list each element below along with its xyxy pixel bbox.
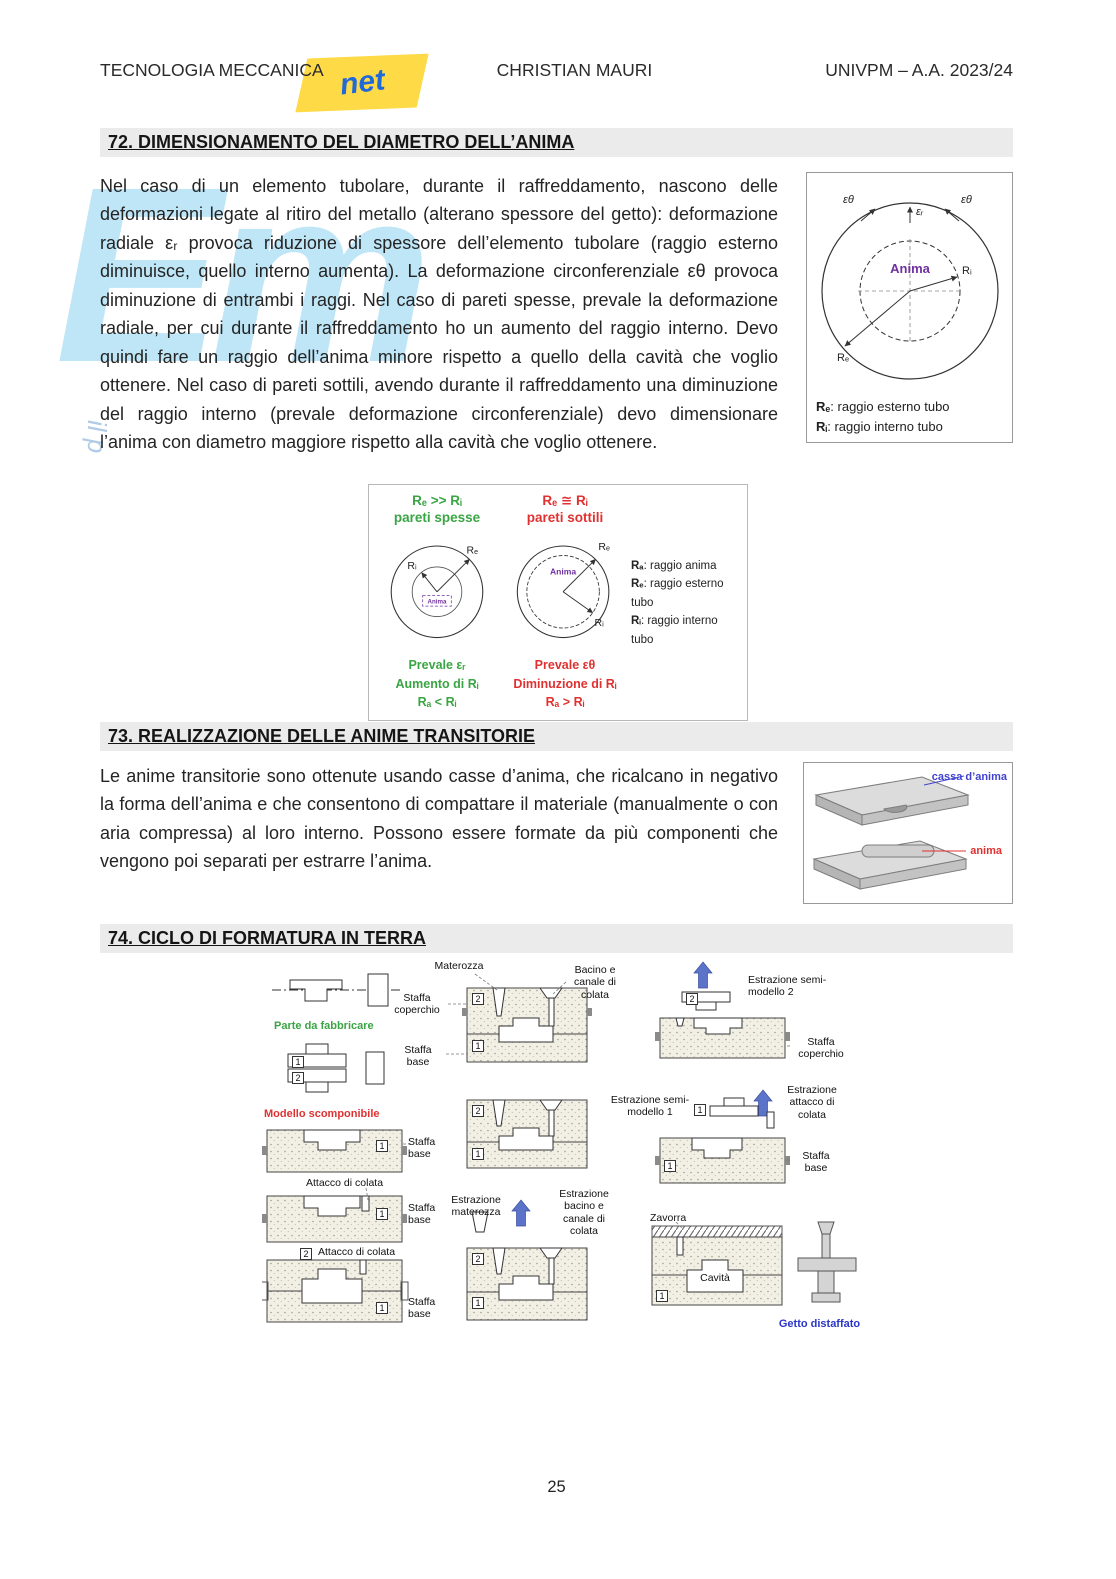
flask-number-box: 2 xyxy=(472,1105,484,1117)
label-estrazione-semimodello2: Estrazione semi-modello 2 xyxy=(748,974,827,999)
label-attacco-di-colata-2: Attacco di colata xyxy=(318,1246,396,1258)
label-staffa-coperchio-2: Staffa coperchio xyxy=(798,1036,844,1061)
re-label: Rₑ xyxy=(598,542,610,553)
legend-ri: Rᵢ: raggio interno tubo xyxy=(816,418,943,434)
section-72-body: Nel caso di un elemento tubolare, durant… xyxy=(100,172,1013,456)
flask-number-box: 2 xyxy=(472,993,484,1005)
eps-theta-label-2: εθ xyxy=(961,194,972,206)
section-72-heading: 72. DIMENSIONAMENTO DEL DIAMETRO DELL’AN… xyxy=(100,128,1013,157)
label-attacco-di-colata: Attacco di colata xyxy=(306,1177,384,1189)
flask-number-box: 1 xyxy=(376,1208,388,1220)
molding-cycle-diagram: Materozza Bacino e canale di colata Estr… xyxy=(262,960,862,1354)
section-74-heading: 74. CICLO DI FORMATURA IN TERRA xyxy=(100,924,1013,953)
re-arrow-label: Rₑ xyxy=(837,352,849,364)
anima-label: anima xyxy=(970,845,1002,857)
thin-wall-results: Prevale εθ Diminuzione di Rᵢ Rₐ > Rᵢ xyxy=(513,657,617,710)
flask-number-box: 1 xyxy=(664,1160,676,1172)
label-staffa-base-4: Staffa base xyxy=(408,1202,436,1227)
section-73-paragraph: Le anime transitorie sono ottenute usand… xyxy=(100,766,778,872)
label-materozza: Materozza xyxy=(434,960,484,972)
flask-number-box: 1 xyxy=(656,1290,668,1302)
flask-number-box: 2 xyxy=(300,1248,312,1260)
thin-wall-diagram: Anima Rₑ Rᵢ xyxy=(516,542,610,638)
tube-cross-section-diagram: εθ εᵣ εθ Anima Rₑ Rᵢ xyxy=(820,194,999,380)
flask-number-box: 1 xyxy=(472,1040,484,1052)
label-parte-da-fabbricare: Parte da fabbricare xyxy=(274,1020,374,1032)
semimodel-number-box: 2 xyxy=(686,993,698,1005)
flask-number-box: 1 xyxy=(376,1302,388,1314)
header-course-title: TECNOLOGIA MECCANICA xyxy=(100,60,324,80)
page-header: TECNOLOGIA MECCANICA CHRISTIAN MAURI UNI… xyxy=(100,60,1013,81)
label-getto-distaffato: Getto distaffato xyxy=(778,1318,861,1330)
thick-wall-results: Prevale εᵣ Aumento di Rᵢ Rₐ < Rᵢ xyxy=(395,657,479,710)
section-73-body: Le anime transitorie sono ottenute usand… xyxy=(100,762,1013,904)
thick-wall-column: Rₑ >> Rᵢ pareti spesse Rᵢ Rₑ Anima Preva… xyxy=(375,493,499,712)
label-estrazione-attacco: Estrazione attacco di colata xyxy=(787,1084,837,1121)
ri-arrow-label: Rᵢ xyxy=(962,265,972,277)
label-staffa-base-2: Staffa base xyxy=(408,1136,436,1161)
page-number: 25 xyxy=(547,1478,566,1496)
watermark-badge: net xyxy=(295,44,429,123)
molding-cycle-shapes xyxy=(262,961,857,1323)
flask-number-box: 1 xyxy=(376,1140,388,1152)
legend-ra: Rₐ: raggio anima xyxy=(631,560,717,572)
eps-theta-label: εθ xyxy=(843,194,854,206)
flask-number-box: 1 xyxy=(472,1297,484,1309)
label-staffa-base-3: Staffa base xyxy=(802,1150,830,1175)
core-box-diagram xyxy=(812,775,970,890)
thin-wall-title: Rₑ ≅ Rᵢ pareti sottili xyxy=(526,493,604,525)
label-modello-scomponibile: Modello scomponibile xyxy=(264,1108,380,1120)
legend-re: Rₑ: raggio esterno tubo xyxy=(816,399,950,414)
label-staffa-base-5: Staffa base xyxy=(408,1296,436,1321)
semimodel-number-box: 1 xyxy=(694,1104,706,1116)
label-bacino-canale: Bacino e canale di colata xyxy=(573,964,617,1001)
eps-r-label: εᵣ xyxy=(916,206,924,218)
cassa-anima-label: cassa d’anima xyxy=(931,771,1007,783)
thick-wall-diagram: Rᵢ Rₑ Anima xyxy=(390,545,484,638)
anima-label: Anima xyxy=(550,566,576,576)
ri-label: Rᵢ xyxy=(595,618,605,629)
label-cavita: Cavità xyxy=(700,1272,730,1284)
figure-legend: Rₑ: raggio esterno tubo Rᵢ: raggio inter… xyxy=(813,397,1006,436)
thick-wall-title: Rₑ >> Rᵢ pareti spesse xyxy=(393,493,481,525)
thin-wall-column: Rₑ ≅ Rᵢ pareti sottili Anima Rₑ Rᵢ Preva… xyxy=(503,493,627,712)
label-staffa-coperchio: Staffa coperchio xyxy=(394,992,440,1017)
label-zavorra: Zavorra xyxy=(650,1212,687,1224)
label-estrazione-semimodello1: Estrazione semi-modello 1 xyxy=(610,1094,690,1119)
section-73-heading: 73. REALIZZAZIONE DELLE ANIME TRANSITORI… xyxy=(100,722,1013,751)
header-university-year: UNIVPM – A.A. 2023/24 xyxy=(825,60,1013,80)
flask-number-box: 1 xyxy=(472,1148,484,1160)
part-number-box: 2 xyxy=(292,1072,304,1084)
anima-label: Anima xyxy=(890,261,931,276)
flask-number-box: 2 xyxy=(472,1253,484,1265)
anima-small-label: Anima xyxy=(428,598,447,605)
wall-thickness-compare-figure: Rₑ >> Rᵢ pareti spesse Rᵢ Rₑ Anima Preva… xyxy=(368,484,748,721)
core-box-figure: cassa d’anima anima xyxy=(803,762,1013,904)
section-72-paragraph: Nel caso di un elemento tubolare, durant… xyxy=(100,176,778,452)
tube-section-figure: εθ εᵣ εθ Anima Rₑ Rᵢ Rₑ: raggio esterno … xyxy=(806,172,1013,443)
label-estrazione-materozza: Estrazione materozza xyxy=(451,1194,501,1219)
label-estrazione-bacino: Estrazione bacino e canale di colata xyxy=(559,1188,609,1238)
label-staffa-base: Staffa base xyxy=(404,1044,432,1069)
ri-label: Rᵢ xyxy=(407,561,417,572)
part-number-box: 1 xyxy=(292,1056,304,1068)
legend-re: Rₑ: raggio esterno tubo xyxy=(631,578,724,609)
re-label: Rₑ xyxy=(467,545,479,556)
legend-ri: Rᵢ: raggio interno tubo xyxy=(631,615,718,646)
header-author: CHRISTIAN MAURI xyxy=(496,60,653,80)
compare-figure-legend: Rₐ: raggio anima Rₑ: raggio esterno tubo… xyxy=(631,493,741,712)
